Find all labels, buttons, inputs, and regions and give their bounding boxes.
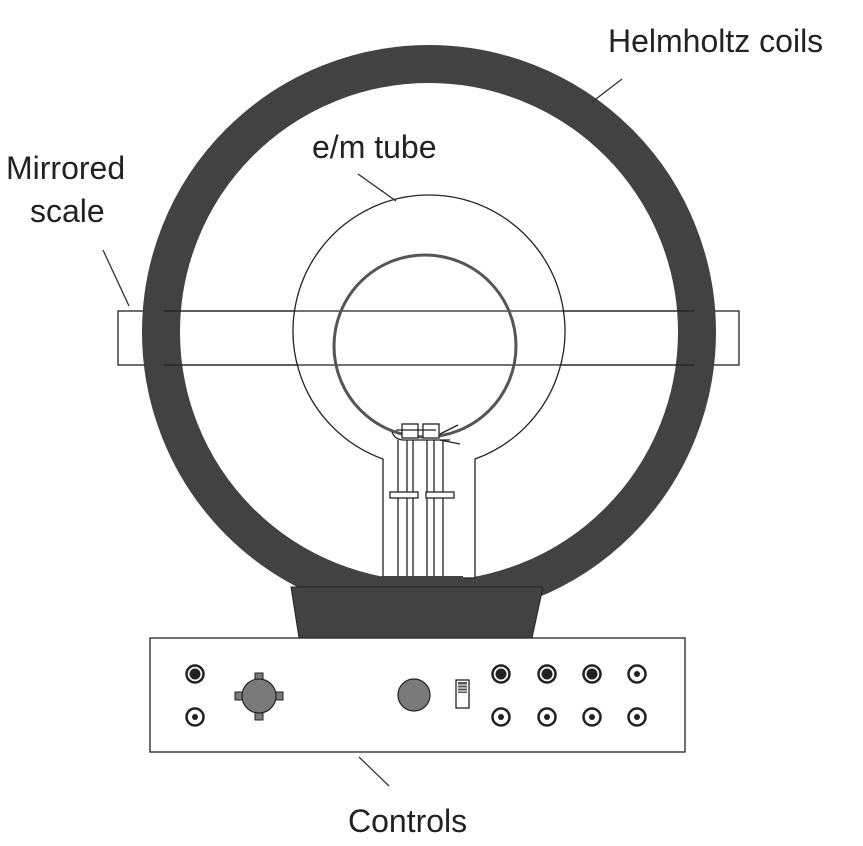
em-tube-glass — [292, 194, 566, 579]
label-helmholtz-coils: Helmholtz coils — [608, 23, 823, 59]
jack-right-top-3 — [582, 664, 602, 684]
leader-em-tube — [357, 173, 397, 202]
jack-right-bottom-1 — [491, 707, 511, 727]
label-controls: Controls — [348, 803, 467, 839]
label-mirrored-scale-line1: Mirrored — [6, 150, 125, 186]
leader-mirrored-scale — [102, 249, 130, 307]
jack-left-bottom — [185, 707, 205, 727]
rotary-knob — [234, 672, 284, 721]
leader-helmholtz-coils — [591, 78, 623, 103]
leader-controls — [358, 756, 390, 787]
jack-right-top-1 — [491, 664, 511, 684]
jack-right-bottom-4 — [627, 707, 647, 727]
electron-gun-assembly — [389, 423, 461, 578]
center-knob — [397, 678, 431, 712]
toggle-switch — [455, 679, 470, 709]
jack-right-top-4 — [627, 664, 647, 684]
tube-socket — [381, 576, 463, 589]
jack-left-top — [185, 664, 205, 684]
coil-base — [290, 586, 544, 639]
label-em-tube: e/m tube — [312, 129, 437, 165]
jack-right-bottom-3 — [582, 707, 602, 727]
jack-right-bottom-2 — [537, 707, 557, 727]
label-mirrored-scale-line2: scale — [30, 193, 105, 229]
jack-right-top-2 — [537, 664, 557, 684]
